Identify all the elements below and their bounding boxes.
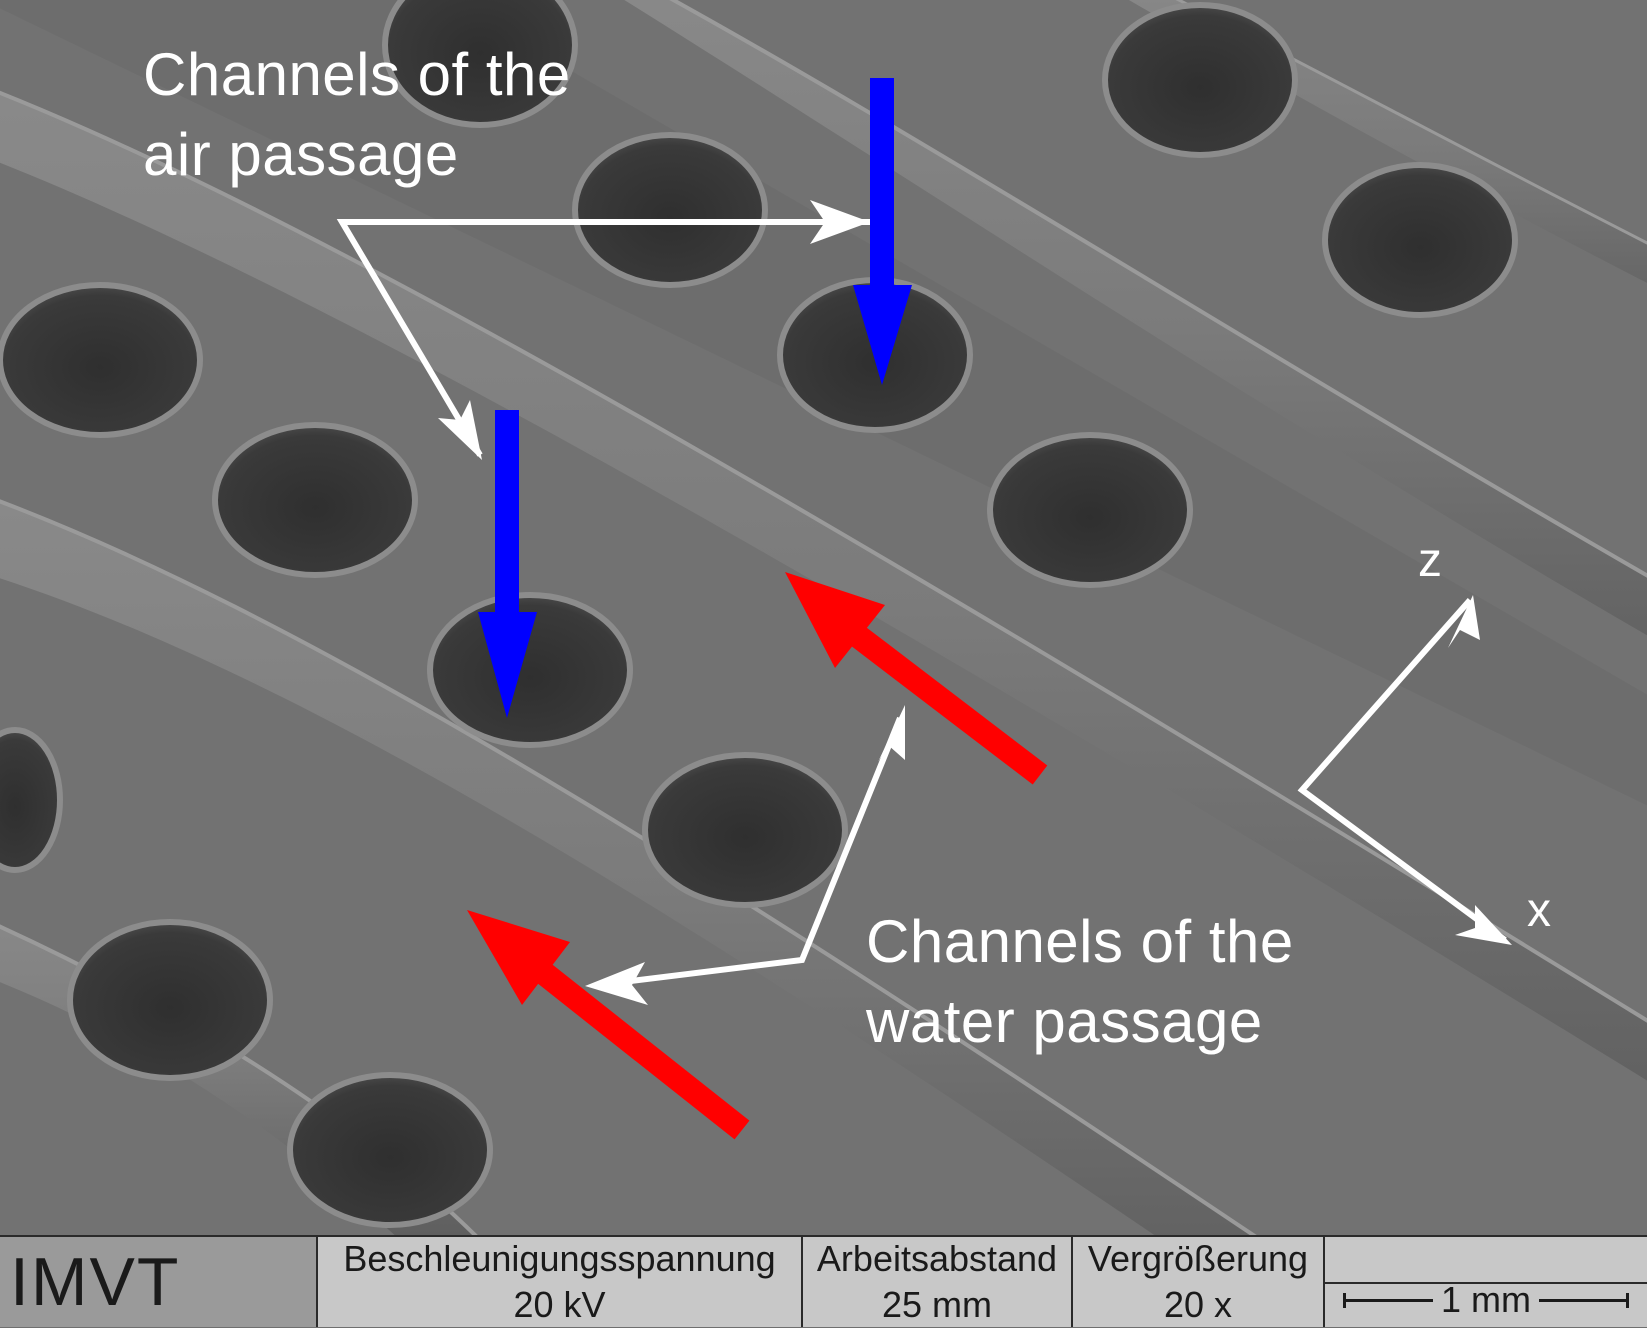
sem-micrograph: Channels of the air passage Channels of … — [0, 0, 1647, 1235]
magnification-cell: Vergrößerung 20 x — [1073, 1237, 1325, 1327]
scale-bar-right-line — [1539, 1292, 1629, 1308]
water-passage-label: Channels of the water passage — [866, 908, 1294, 1055]
axis-z-label: z — [1418, 534, 1442, 587]
working-distance-value: 25 mm — [881, 1284, 993, 1325]
air-passage-label: Channels of the air passage — [143, 41, 571, 188]
brand-logo-text: IMVT — [10, 1244, 181, 1320]
voltage-value: 20 kV — [513, 1284, 606, 1325]
voltage-header: Beschleunigungsspannung — [343, 1238, 776, 1279]
voltage-cell: Beschleunigungsspannung 20 kV — [318, 1237, 803, 1327]
microchannel-plate-surface — [0, 0, 1647, 1235]
brand-cell: IMVT — [0, 1237, 318, 1327]
axis-x-label: x — [1527, 884, 1551, 937]
axis-icon — [1297, 595, 1512, 945]
scale-bar-label: 1 mm — [1441, 1279, 1531, 1320]
scale-bar: 1 mm — [1343, 1277, 1629, 1323]
annotation-leaders — [336, 200, 905, 1005]
scale-bar-cell: 1 mm — [1325, 1237, 1647, 1327]
air-channel-holes — [0, 0, 1518, 1228]
magnification-value: 20 x — [1163, 1284, 1233, 1325]
scale-bar-left-line — [1343, 1292, 1433, 1308]
sem-info-bar: IMVT Beschleunigungsspannung 20 kV Arbei… — [0, 1235, 1647, 1327]
working-distance-cell: Arbeitsabstand 25 mm — [803, 1237, 1073, 1327]
working-distance-header: Arbeitsabstand — [816, 1238, 1058, 1279]
magnification-header: Vergrößerung — [1087, 1238, 1309, 1279]
water-flow-arrow-icon — [467, 572, 1048, 1140]
air-flow-arrow-icon — [478, 78, 912, 718]
